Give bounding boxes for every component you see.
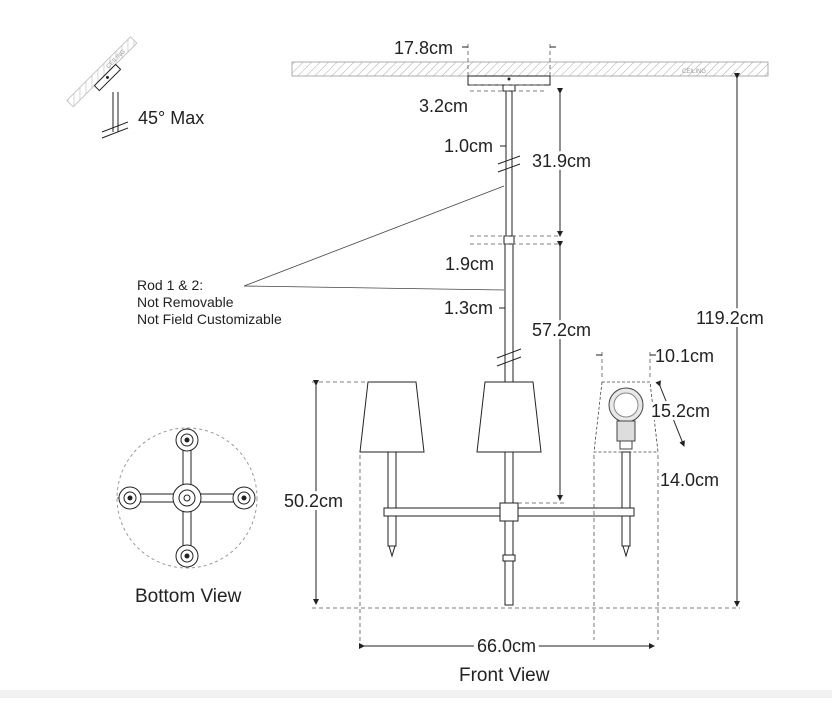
rod2-diameter-label: 1.3cm <box>444 298 493 318</box>
svg-text:31.9cm: 31.9cm <box>532 151 591 171</box>
shade-right-section <box>593 381 659 453</box>
svg-text:15.2cm: 15.2cm <box>651 401 710 421</box>
fixture-hub <box>499 502 519 522</box>
bottom-socket-right <box>232 486 256 510</box>
canopy <box>467 75 551 92</box>
fixture-height-label: 50.2cm <box>284 491 343 511</box>
dim-fixture-width: 66.0cm 66.0cm <box>359 455 655 660</box>
rod1-diameter-label: 1.0cm <box>444 136 493 156</box>
sloped-ceiling <box>66 36 138 108</box>
overall-height-label: 119.2cm <box>696 308 764 328</box>
svg-text:50.2cm: 50.2cm <box>284 491 343 511</box>
rod1-length-label: 31.9cm <box>532 151 591 171</box>
svg-text:66.0cm: 66.0cm <box>477 636 536 656</box>
bottom-socket-left <box>118 486 142 510</box>
rod-note: Rod 1 & 2: Not Removable Not Field Custo… <box>137 185 505 327</box>
bottom-socket-bottom <box>175 544 199 568</box>
rod2-length-label: 57.2cm <box>532 320 591 340</box>
dim-fixture-height: 50.2cm 50.2cm <box>281 380 740 609</box>
canopy-height-label: 3.2cm <box>419 96 468 116</box>
bottom-strip <box>0 690 832 698</box>
bulb <box>608 387 644 450</box>
fixture-front-view <box>359 381 659 606</box>
shade-height-label: 15.2cm <box>651 401 710 421</box>
dim-rod2-diameter: 1.3cm <box>444 298 505 318</box>
shade-top-label: 10.1cm <box>655 346 714 366</box>
front-view-caption: Front View <box>459 665 550 686</box>
svg-text:119.2cm: 119.2cm <box>696 308 764 328</box>
ceiling-mark: CEILING <box>682 69 706 75</box>
shade-bottom-label: 14.0cm <box>660 470 719 490</box>
dim-overall-height: 119.2cm 119.2cm <box>693 73 767 607</box>
dim-rod1-length: 31.9cm 31.9cm <box>529 88 594 237</box>
bottom-socket-top <box>175 428 199 452</box>
rod-coupling <box>503 235 515 245</box>
rod-note-line2: Not Removable <box>137 294 234 310</box>
bottom-view-caption: Bottom View <box>135 586 242 607</box>
bottom-view: Bottom View <box>116 427 258 607</box>
dim-shade: 10.1cm 15.2cm 15.2cm 14.0cm <box>593 346 719 640</box>
sloped-ceiling-detail: CEILING 45° Max <box>66 36 204 139</box>
dim-coupling: 1.9cm <box>445 235 560 274</box>
rod-note-line1: Rod 1 & 2: <box>137 277 203 293</box>
dim-canopy-height: 3.2cm <box>419 84 545 116</box>
dim-rod2-length: 57.2cm 57.2cm <box>518 241 594 504</box>
ceiling: CEILING <box>291 61 769 77</box>
shade-left <box>359 381 425 453</box>
rod-1 <box>497 91 521 236</box>
slope-max-label: 45° Max <box>138 108 204 128</box>
coupling-label: 1.9cm <box>445 254 494 274</box>
shade-center <box>476 381 542 453</box>
dim-canopy-width: 17.8cm <box>394 38 556 76</box>
svg-text:57.2cm: 57.2cm <box>532 320 591 340</box>
rod-note-line3: Not Field Customizable <box>137 311 282 327</box>
fixture-width-label: 66.0cm <box>477 636 536 656</box>
dim-rod1-diameter: 1.0cm <box>444 136 506 156</box>
canopy-width-label: 17.8cm <box>394 38 453 58</box>
